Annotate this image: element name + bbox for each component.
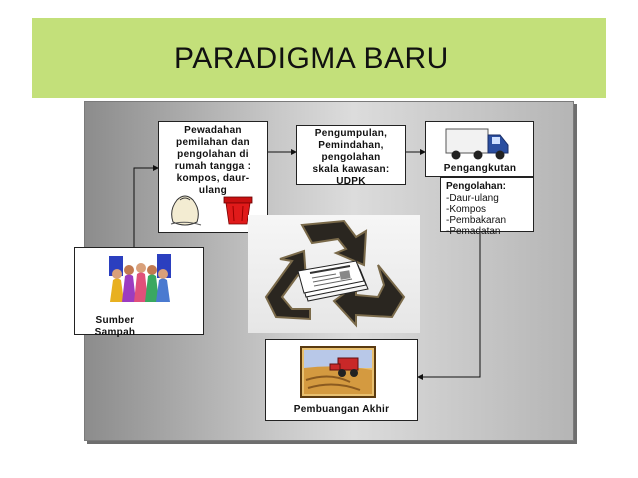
landfill-tractor-icon: [300, 346, 376, 398]
newspaper-stack-icon: [297, 260, 369, 302]
node-pengangkutan-label: Pengangkutan: [443, 163, 517, 174]
node-sumber-sampah: Sumber Sampah: [74, 247, 204, 338]
node-pengolahan-title: Pengolahan:: [446, 181, 507, 192]
pengolahan-item: -Daur-ulang: [446, 193, 499, 204]
truck-icon: [445, 128, 509, 160]
pengolahan-item: -Pemadatan: [446, 226, 501, 237]
node-pengangkutan: Pengangkutan: [425, 121, 534, 177]
title-band: [32, 18, 606, 98]
node-sumber-sampah-label: Sumber Sampah: [94, 315, 136, 338]
page-title: PARADIGMA BARU: [174, 42, 449, 75]
node-pengumpulan: Pengumpulan, Pemindahan, pengolahan skal…: [296, 125, 406, 187]
sack-icon: [170, 195, 202, 226]
node-pembuangan-akhir: Pembuangan Akhir: [265, 339, 418, 421]
recycle-center: [248, 215, 420, 333]
node-pewadahan: Pewadahan pemilahan dan pengolahan di ru…: [158, 121, 268, 233]
recycle-icon: [264, 219, 406, 328]
red-bin-icon: [223, 196, 253, 225]
node-pewadahan-label: Pewadahan pemilahan dan pengolahan di ru…: [174, 125, 252, 196]
people-crowd-icon: [109, 254, 171, 302]
node-pembuangan-label: Pembuangan Akhir: [293, 404, 390, 415]
node-pengumpulan-label: Pengumpulan, Pemindahan, pengolahan skal…: [312, 128, 390, 187]
node-pengolahan: Pengolahan: -Daur-ulang -Kompos -Pembaka…: [440, 177, 534, 237]
pengolahan-item: -Pembakaran: [446, 215, 507, 226]
pengolahan-item: -Kompos: [446, 204, 487, 215]
